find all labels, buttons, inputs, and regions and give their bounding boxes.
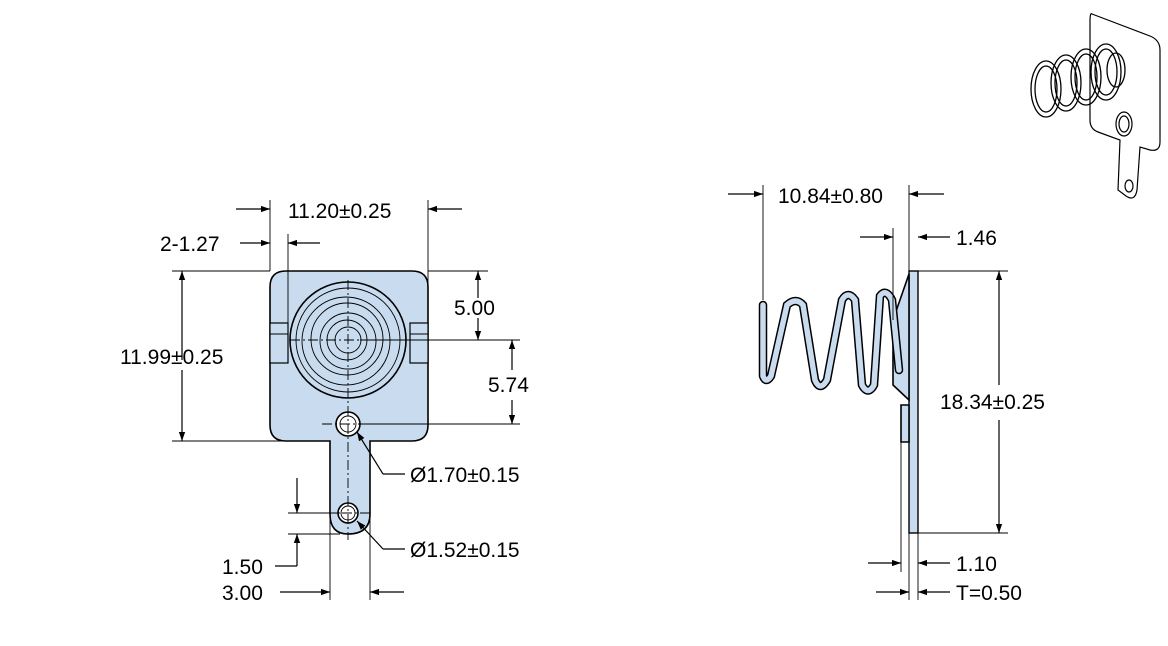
right-slot — [409, 322, 429, 364]
dim-plate-height: 18.34±0.25 — [940, 391, 1045, 414]
front-view: 11.20±0.25 2-1.27 11.99±0.25 5.00 5.74 Ø… — [120, 200, 529, 605]
isometric-view — [1030, 13, 1161, 199]
dim-spring-length: 10.84±0.80 — [778, 185, 883, 208]
iso-spring — [1030, 43, 1126, 118]
dim-hole-large: Ø1.70±0.15 — [410, 464, 520, 487]
dim-offset-top: 1.46 — [956, 227, 997, 250]
dim-height: 11.99±0.25 — [120, 346, 223, 369]
spring-side-profile — [758, 288, 904, 395]
side-view: 10.84±0.80 1.46 18.34±0.25 1.10 T=0.50 — [728, 185, 1045, 605]
dim-offset-bottom: 1.10 — [956, 553, 997, 576]
left-slot — [269, 322, 289, 364]
dim-width: 11.20±0.25 — [288, 200, 391, 223]
dim-tab-offset: 1.50 — [222, 556, 263, 579]
iso-plate — [1089, 13, 1161, 199]
dim-tab-width: 3.00 — [222, 582, 263, 605]
side-plate — [908, 270, 919, 534]
dim-slot-width: 2-1.27 — [160, 233, 220, 256]
dim-top-to-center: 5.00 — [454, 297, 495, 320]
dim-hole-small: Ø1.52±0.15 — [410, 539, 520, 562]
front-plate — [269, 270, 429, 535]
dim-center-to-hole: 5.74 — [488, 374, 529, 397]
dim-thickness: T=0.50 — [956, 582, 1022, 605]
